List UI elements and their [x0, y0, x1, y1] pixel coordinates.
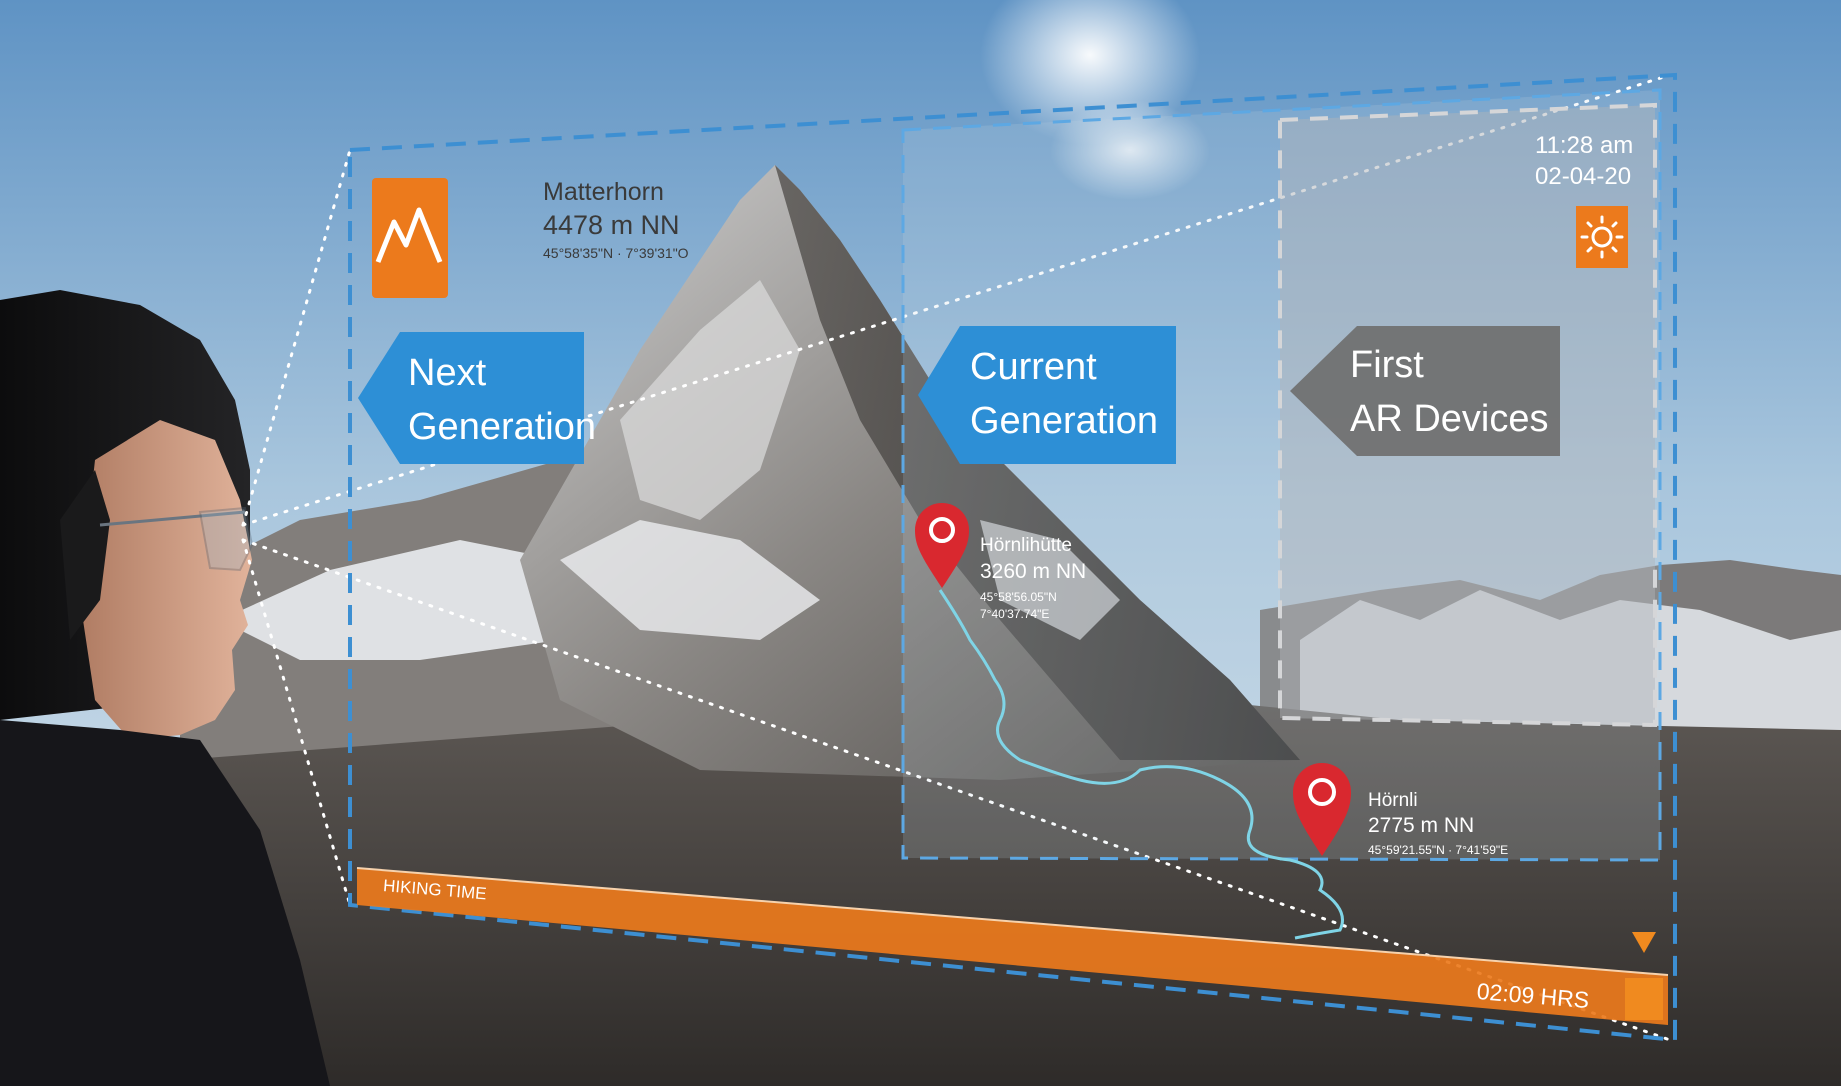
current-generation-frame: [901, 88, 1662, 862]
first-ar-banner: [1290, 326, 1560, 456]
current-generation-line2: Generation: [970, 400, 1159, 442]
next-generation-label: Next Generation: [408, 346, 596, 454]
glasses-frame: [99, 510, 246, 527]
jacket: [0, 720, 330, 1086]
next-generation-frame: [348, 72, 1677, 1043]
first-ar-frame: [1278, 102, 1657, 728]
mountain-icon: [372, 178, 448, 298]
face: [80, 420, 252, 740]
next-generation-line1: Next: [408, 352, 487, 394]
current-generation-banner: [918, 326, 1176, 464]
hiking-progress-marker: [1625, 978, 1663, 1020]
current-generation-label: Current Generation: [970, 340, 1158, 448]
waypoint-2-name: Hörnli: [1368, 790, 1418, 811]
hiking-trail: [938, 589, 1344, 940]
waypoint-1-coords-2: 7°40'37.74"E: [980, 607, 1050, 621]
waypoint-1-elevation: 3260 m NN: [980, 560, 1087, 583]
status-date: 02-04-20: [1535, 163, 1632, 190]
status-time: 11:28 am: [1535, 132, 1634, 159]
waypoint-1-name: Hörnlihütte: [980, 535, 1072, 556]
peak-elevation: 4478 m NN: [543, 210, 680, 240]
peak-coords: 45°58'35"N · 7°39'31"O: [543, 245, 689, 261]
hiking-time-bar: [357, 868, 1668, 1025]
first-ar-label: First AR Devices: [1350, 338, 1549, 446]
location-pin-icon: [1293, 763, 1351, 856]
next-generation-banner: [358, 332, 584, 464]
next-generation-line2: Generation: [408, 406, 597, 448]
view-frustum: [241, 73, 1672, 1042]
sun-icon: [1576, 206, 1628, 268]
waypoint-2-coords: 45°59'21.55"N · 7°41'59"E: [1368, 843, 1509, 857]
first-ar-line1: First: [1350, 344, 1424, 386]
current-generation-fill: [903, 90, 1660, 860]
progress-pointer-icon: [1632, 932, 1656, 953]
waypoint-2-elevation: 2775 m NN: [1368, 814, 1475, 837]
location-pin-icon: [915, 503, 969, 588]
first-ar-line2: AR Devices: [1350, 398, 1549, 440]
waypoint-1-coords-1: 45°58'56.05"N: [980, 590, 1057, 604]
current-generation-line1: Current: [970, 346, 1097, 388]
peak-name: Matterhorn: [543, 178, 664, 206]
